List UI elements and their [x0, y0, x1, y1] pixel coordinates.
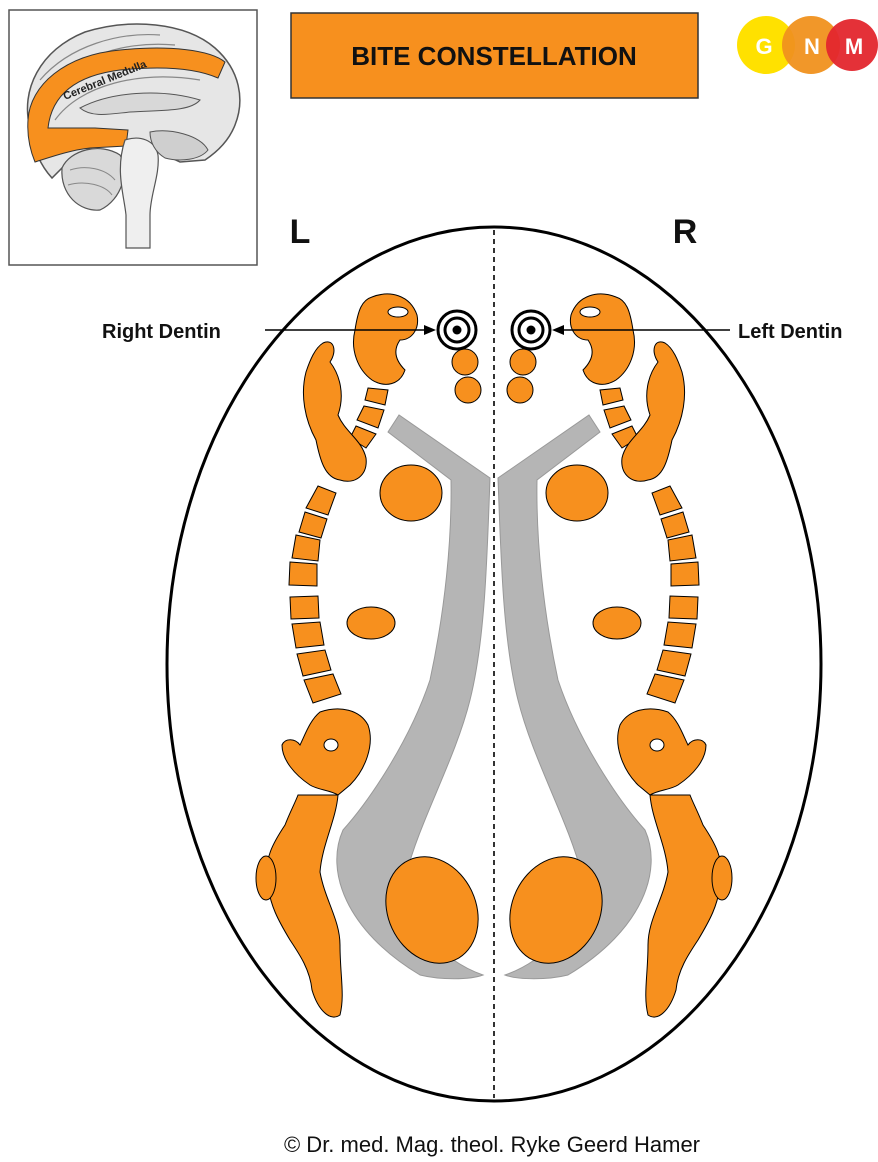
logo-letter-g: G: [755, 34, 772, 59]
gnm-logo: G N M: [737, 16, 878, 74]
brain-cross-section: [167, 227, 821, 1101]
logo-letter-n: N: [804, 34, 820, 59]
inset-brain-panel: Cerebral Medulla: [9, 10, 257, 265]
title-text: BITE CONSTELLATION: [351, 41, 637, 71]
left-side-label: L: [290, 213, 311, 251]
logo-letter-m: M: [845, 34, 863, 59]
copyright-text: © Dr. med. Mag. theol. Ryke Geerd Hamer: [284, 1132, 700, 1157]
left-dentin-label: Left Dentin: [738, 321, 842, 343]
right-side-label: R: [673, 213, 698, 251]
right-dentin-target: [438, 311, 476, 349]
left-dentin-target: [512, 311, 550, 349]
right-dentin-label: Right Dentin: [102, 321, 221, 343]
title-banner: BITE CONSTELLATION: [291, 13, 698, 98]
